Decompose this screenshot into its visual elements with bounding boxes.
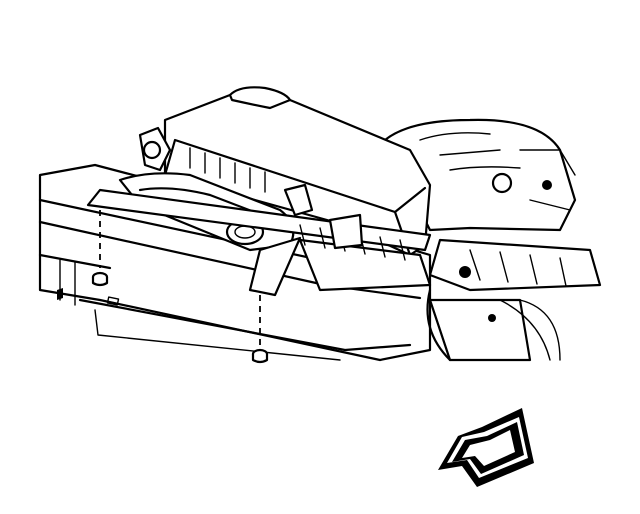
air-cleaner-housing — [163, 86, 432, 292]
direction-arrow — [438, 408, 534, 487]
mounting-bracket — [86, 126, 432, 297]
fasteners — [91, 210, 269, 364]
engine-components — [383, 118, 602, 362]
